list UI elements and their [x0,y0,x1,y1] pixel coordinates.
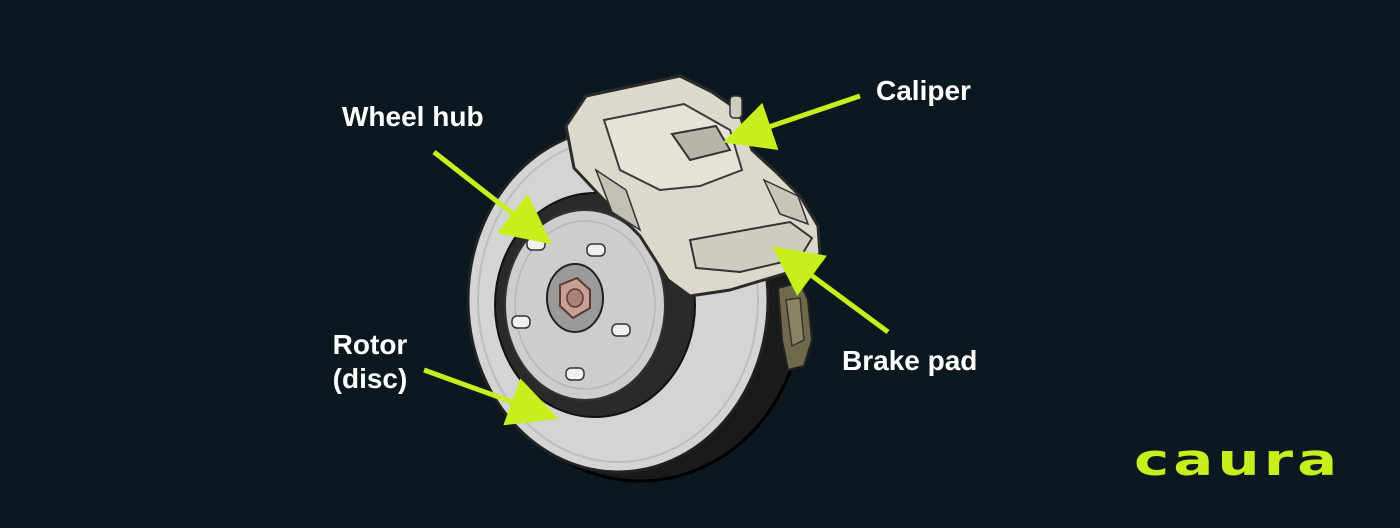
wheel-hub [511,237,631,381]
wheel-hub-label: Wheel hub [342,101,484,132]
brake-pad-label: Brake pad [842,345,978,376]
rotor-label: Rotor (disc) [318,328,422,396]
rotor-arrow [423,367,559,426]
caura-logo: caura [1134,435,1342,486]
wheel-hub-arrow [432,150,552,245]
rotor-label-line2: (disc) [332,363,408,394]
rotor-label-line1: Rotor [332,329,408,360]
leader-arrows [423,93,890,426]
brake-pad-arrow [771,246,890,335]
caliper-arrow [723,93,861,151]
caliper-label: Caliper [876,75,971,106]
